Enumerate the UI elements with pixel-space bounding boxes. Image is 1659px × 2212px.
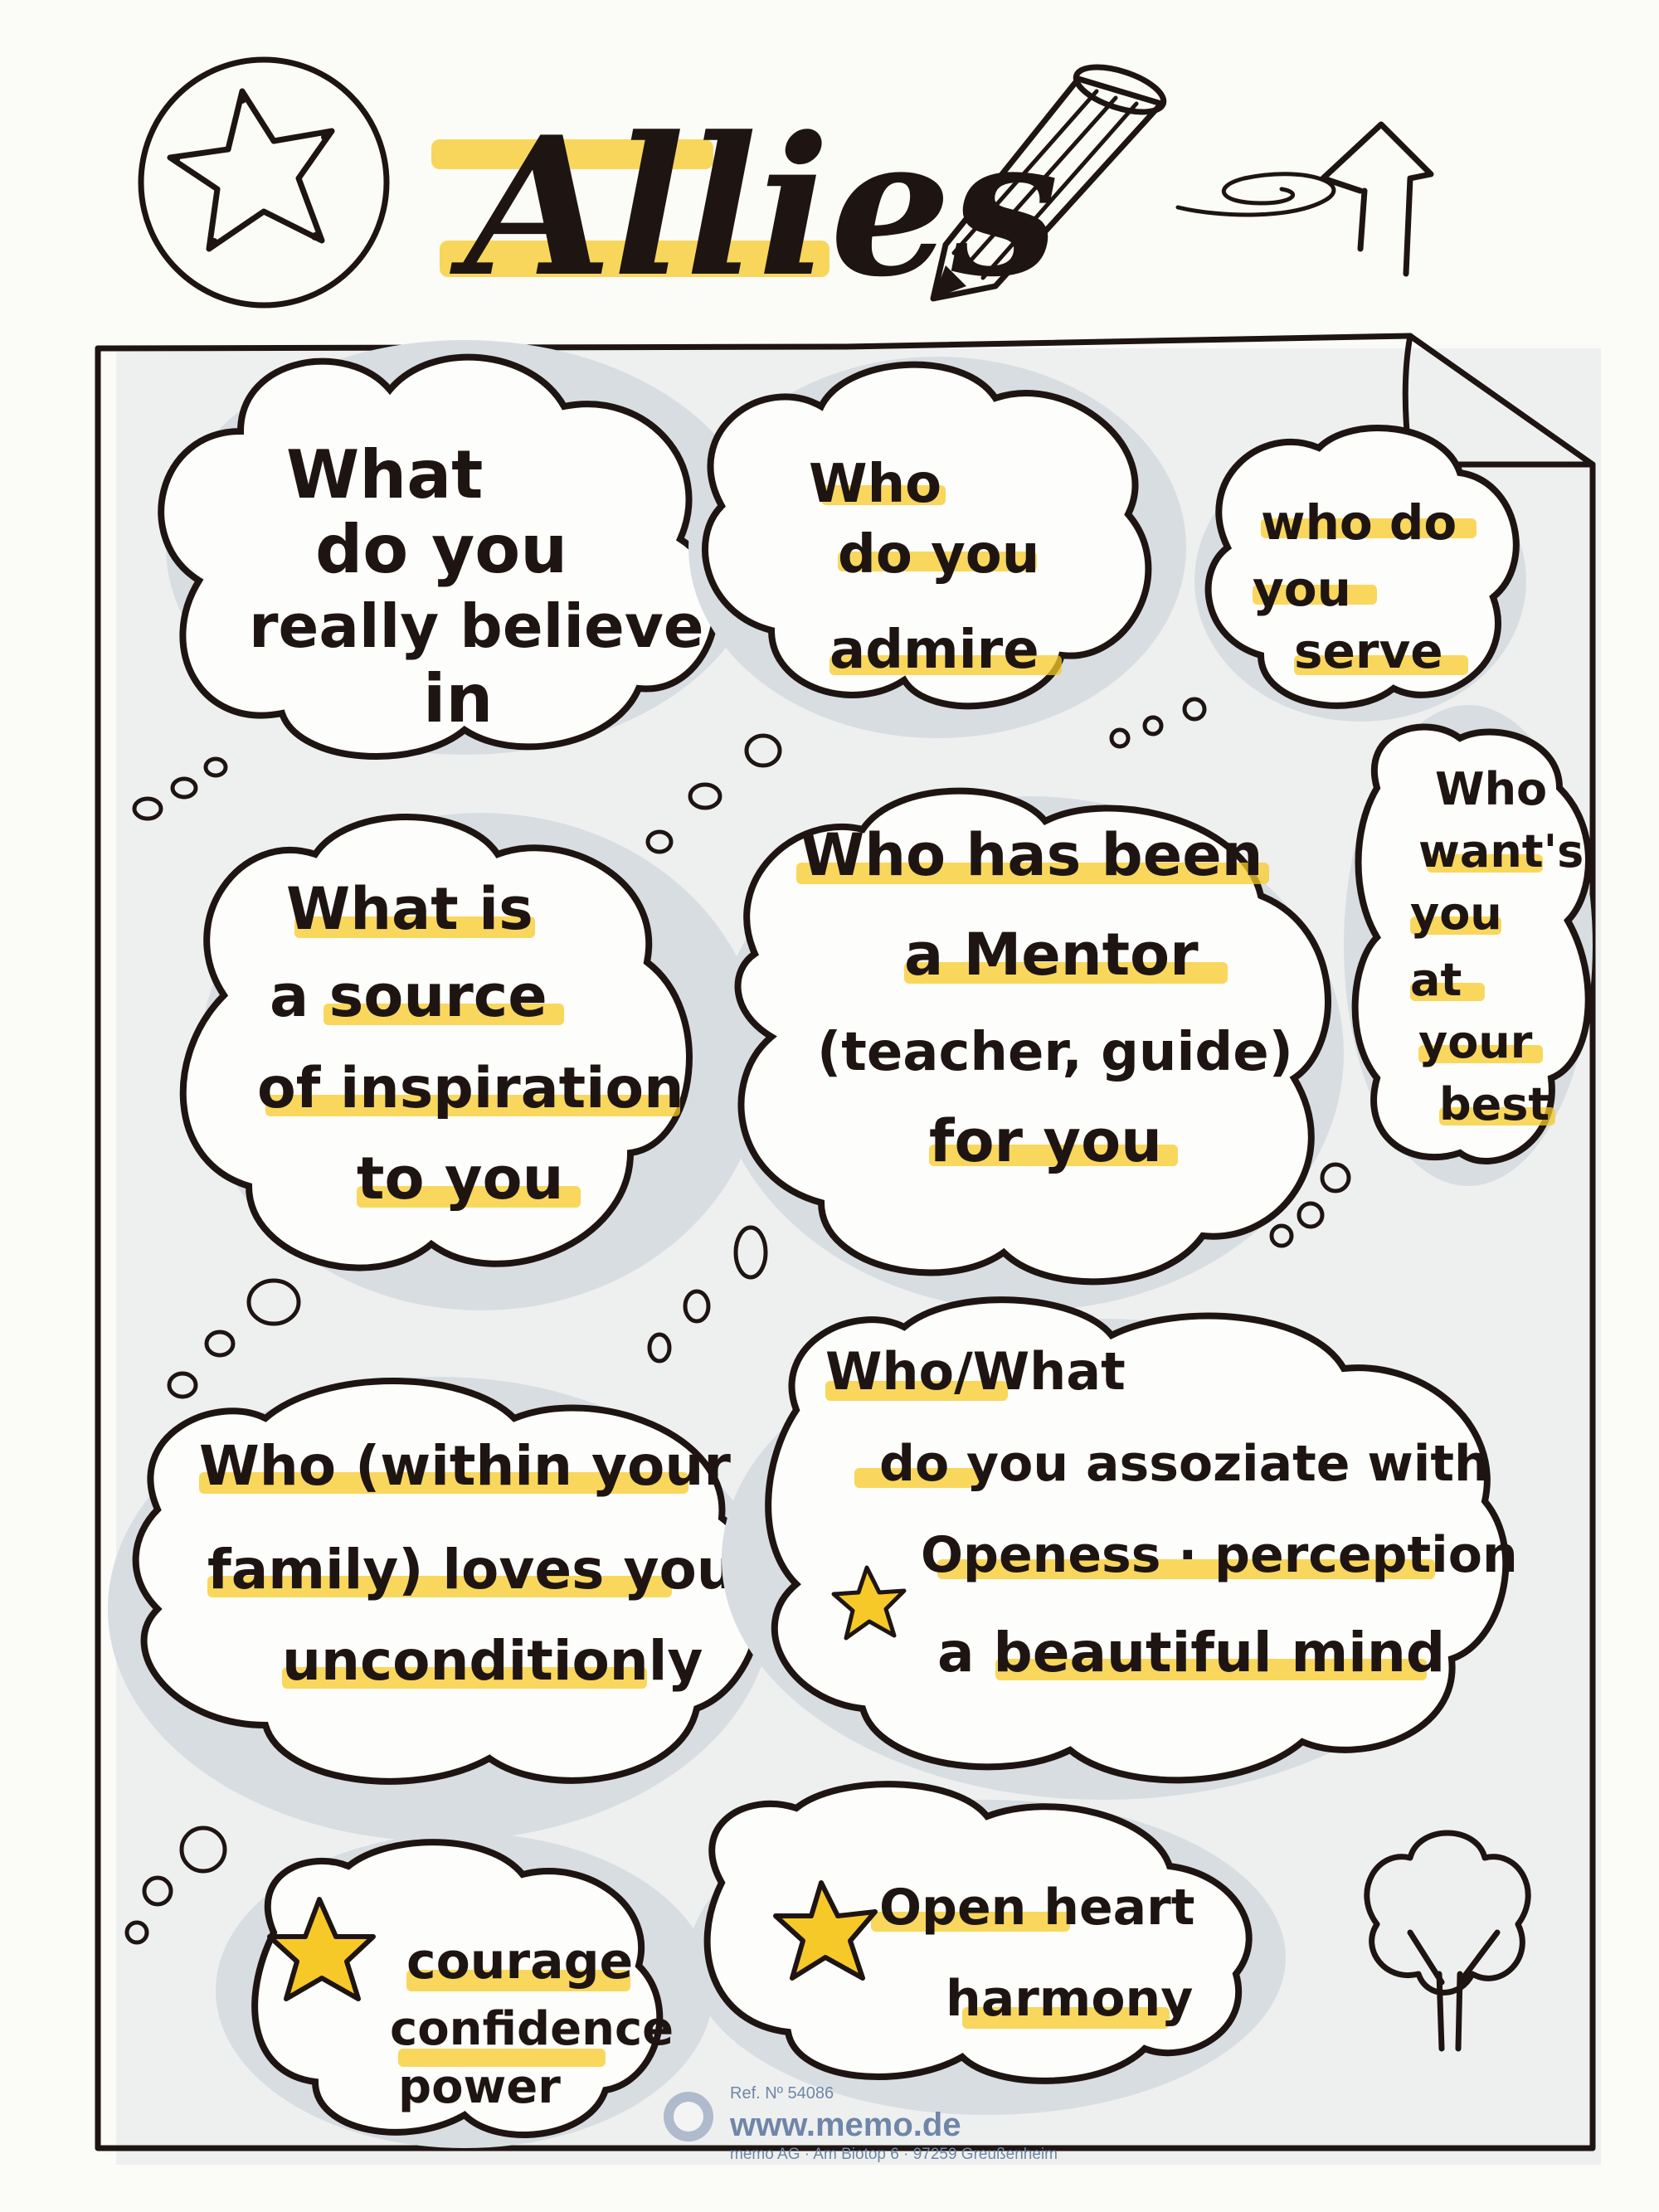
bubble-believe-line-3: really believe [249,591,704,661]
bubble-believe-line-4: in [423,660,493,737]
star-icon [138,56,390,309]
bubble-admire-line-2: do you [838,524,1039,586]
bubble-best: Who want's you at your best [1344,705,1593,1186]
bubble-believe: What do you really believe in [158,340,763,760]
bubble-best-line-5: your [1418,1016,1533,1068]
bubble-courage-line-1: courage [406,1932,633,1991]
bubble-mentor-line-3: (teacher, guide) [817,1022,1293,1083]
bubble-associate: Who/What do you assoziate with Openess ·… [722,1296,1518,1800]
bubble-admire: Who do you admire [688,357,1186,738]
tree-icon [1364,1830,1531,2052]
bubble-serve: who do you serve [1194,425,1526,722]
bubble-courage-line-3: power [398,2060,561,2114]
bubble-inspiration-line-2: a source [270,962,547,1030]
bubble-family-line-2: family) loves you [207,1538,736,1602]
bubble-associate-line-4: a beautiful mind [937,1621,1445,1685]
bubble-best-line-1: Who [1435,763,1547,815]
bubble-associate-line-2: do you assoziate with [879,1435,1490,1493]
page-title: Allies [450,95,1058,319]
star-icon [773,1880,878,1981]
pencil-icon [930,64,1167,302]
bubble-best-line-4: at [1410,954,1462,1006]
bubble-inspiration-line-4: to you [357,1145,563,1213]
bubble-mentor-line-1: Who has been [800,821,1263,889]
bubble-inspiration-line-3: of inspiration [257,1056,684,1121]
bubble-serve-line-2: you [1253,561,1351,617]
thought-dots [124,1826,227,1945]
bubble-mentor-line-4: for you [929,1107,1162,1175]
bubble-admire-line-1: Who [809,454,941,515]
bubble-mentor-line-2: a Mentor [904,921,1199,989]
footer-address: memo AG · Am Biotop 6 · 97259 Greußenhei… [730,2146,1058,2163]
bubble-admire-line-3: admire [830,620,1039,681]
star-icon [267,1897,376,2001]
bubble-best-line-2: want's [1418,825,1584,878]
bubble-best-line-3: you [1410,887,1502,940]
footer: Ref. Nº 54086 www.memo.de memo AG · Am B… [664,2084,1058,2163]
bubble-serve-line-1: who do [1261,494,1457,551]
footer-ref: Ref. Nº 54086 [730,2084,834,2103]
bubble-best-line-6: best [1439,1078,1550,1130]
bubble-family-line-1: Who (within your [199,1434,731,1498]
bubble-family: Who (within your family) loves you uncon… [108,1377,771,1841]
thought-dots [167,1162,1351,1399]
bubble-inspiration: What is a source of inspiration to you [179,813,763,1310]
arrow-up-icon [1320,121,1434,277]
bubble-believe-line-1: What [286,436,483,513]
small-star-icon [831,1565,907,1641]
bubble-mentor: Who has been a Mentor (teacher, guide) f… [713,787,1344,1310]
title-highlight [431,139,830,277]
bubble-courage-line-2: confidence [390,2002,674,2056]
bubble-courage: courage confidence power [216,1833,713,2148]
bubble-serve-line-3: serve [1294,623,1443,679]
thought-dots [132,697,1207,854]
bubble-inspiration-line-1: What is [286,875,533,943]
bubble-associate-line-1: Who/What [825,1341,1126,1402]
bubble-family-line-3: unconditionly [282,1629,703,1693]
bubble-heart-line-1: Open heart [879,1879,1194,1937]
footer-url: www.memo.de [729,2107,961,2143]
bubble-heart: Open heart harmony [688,1781,1286,2115]
bubble-associate-line-3: Openess · perception [921,1526,1518,1584]
swirl-icon [1175,172,1336,217]
bubble-heart-line-2: harmony [946,1970,1193,2028]
bubble-believe-line-2: do you [315,511,567,588]
